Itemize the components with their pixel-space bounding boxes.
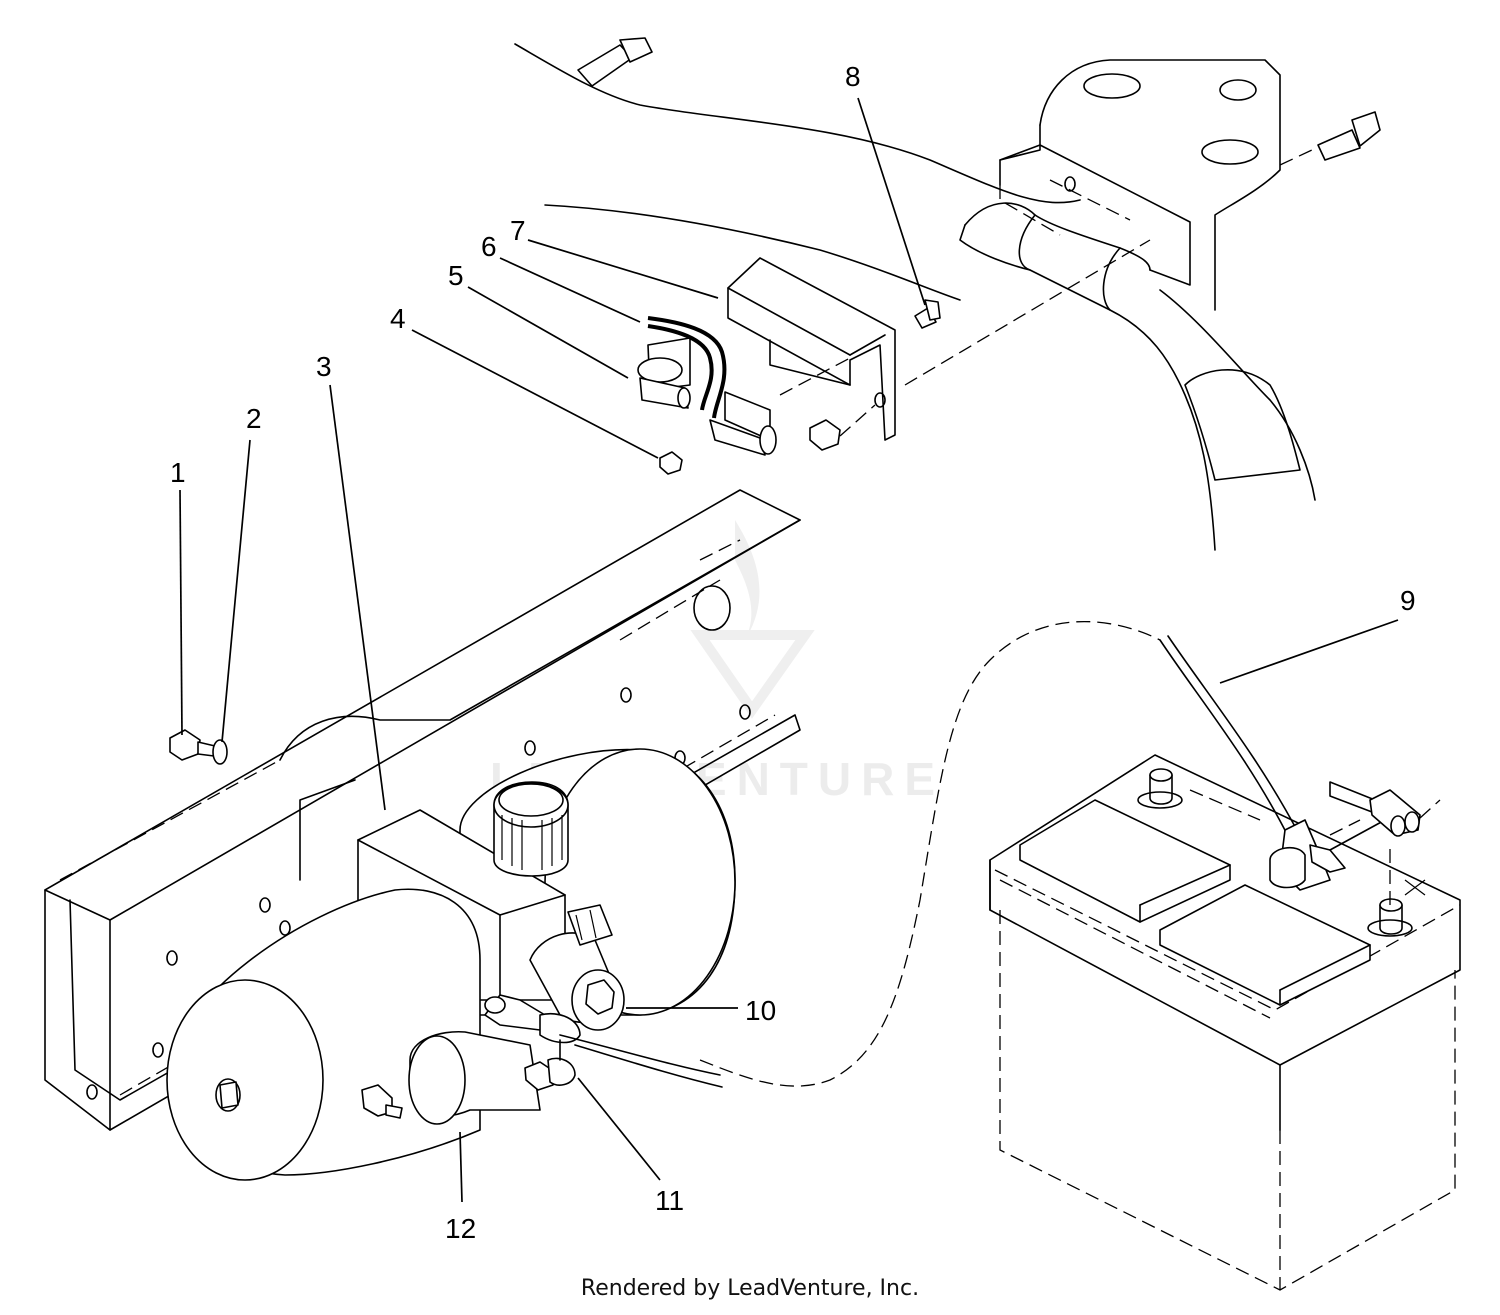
leader-11 [577,1077,661,1181]
callout-3: 3 [316,351,332,382]
callout-labels: 1 2 3 4 5 6 7 8 9 10 11 12 [170,61,1416,1244]
callout-10: 10 [745,995,776,1026]
leader-lines [179,97,1399,1203]
callout-12: 12 [445,1213,476,1244]
callout-1: 1 [170,457,186,488]
lock-washer-2 [212,739,228,765]
axle-bolt-upper-left [577,37,653,87]
screw-8 [914,299,941,329]
pump-connector-11 [524,1039,576,1091]
axle-bolt-upper-right [1279,111,1381,166]
callout-11: 11 [655,1185,684,1216]
nut-4 [659,404,876,475]
leader-5 [467,286,629,379]
callout-4: 4 [390,303,406,334]
callout-9: 9 [1400,585,1416,616]
hydraulic-pump [166,748,736,1181]
leader-12 [459,1131,463,1203]
bolt-1 [169,729,216,761]
rendered-by-caption: Rendered by LeadVenture, Inc. [580,1276,920,1301]
leader-3 [329,384,386,811]
callout-6: 6 [481,231,497,262]
leader-8 [857,97,926,306]
battery [989,754,1461,1291]
leader-2 [221,439,251,743]
callout-5: 5 [448,260,464,291]
battery-cable-9 [559,620,1421,1088]
leader-6 [499,257,641,323]
callout-8: 8 [845,61,861,92]
mounting-bracket [727,257,896,441]
callout-2: 2 [246,403,262,434]
solenoid-10 [484,904,625,1044]
leader-9 [1219,619,1399,684]
switch-assembly [637,316,851,456]
callout-7: 7 [510,215,526,246]
leader-1 [179,489,183,736]
leader-4 [411,329,659,459]
leader-7 [527,239,719,299]
upper-frame [514,43,1316,551]
